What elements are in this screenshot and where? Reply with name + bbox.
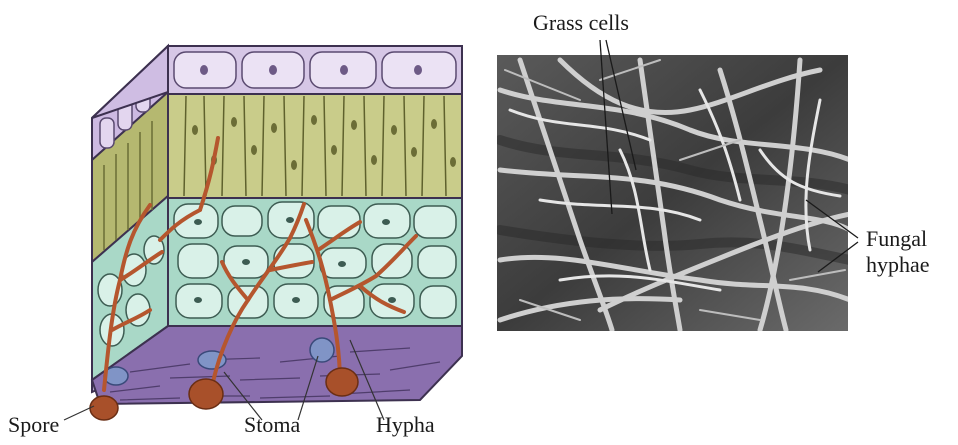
fungal-hyphae-label-line2: hyphae <box>866 254 930 276</box>
spore-label: Spore <box>8 414 59 436</box>
stoma-label: Stoma <box>244 414 300 436</box>
fungal-hyphae-label-line1: Fungal <box>866 228 927 250</box>
palisade-layer <box>168 94 462 198</box>
grass-cells-label: Grass cells <box>533 12 629 34</box>
spongy-mesophyll <box>168 198 462 326</box>
leaf-cross-section <box>64 46 462 420</box>
hypha-label: Hypha <box>376 414 435 436</box>
micrograph-photo <box>497 40 858 331</box>
